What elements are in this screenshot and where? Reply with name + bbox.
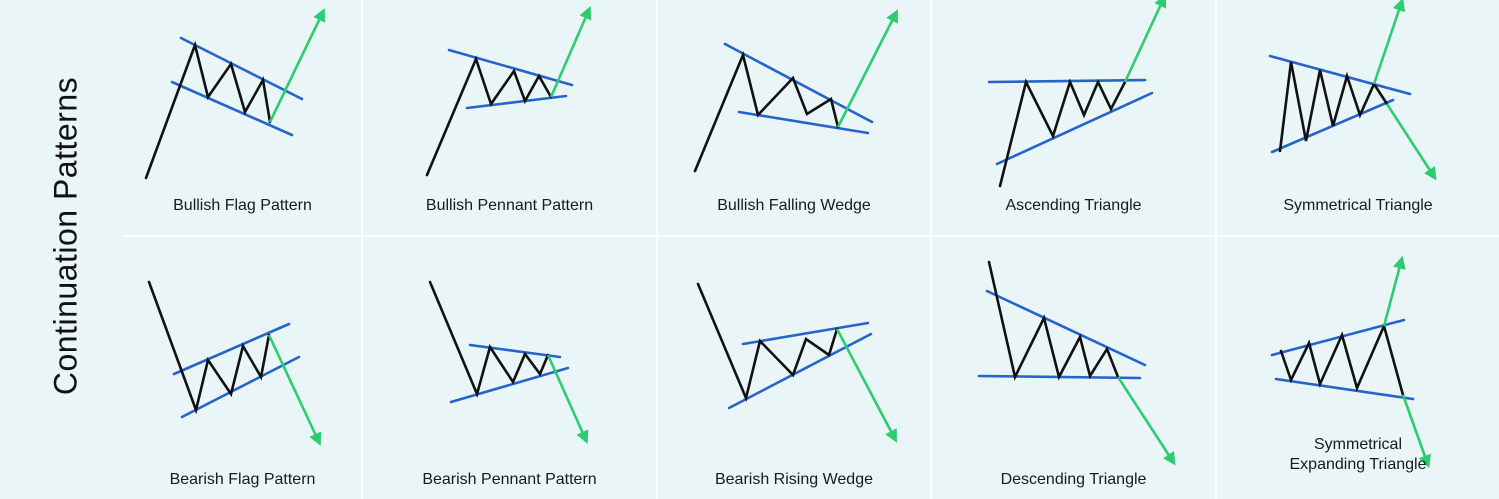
pattern-label-line: Bearish Rising Wedge (714, 471, 873, 488)
pattern-panel: Bullish Pennant Pattern (363, 0, 656, 235)
pattern-diagram (1268, 0, 1437, 181)
trendline (1270, 318, 1406, 357)
price-line (428, 280, 550, 398)
breakout-arrow (549, 6, 592, 98)
pattern-panel: Bearish Flag Pattern (124, 237, 361, 499)
column-divider (1215, 0, 1217, 499)
pattern-diagram (987, 0, 1167, 188)
pattern-panel: Bearish Pennant Pattern (363, 237, 656, 499)
column-divider (656, 0, 658, 499)
price-line (1278, 61, 1389, 153)
pattern-diagram (693, 9, 898, 173)
pattern-label-line: Descending Triangle (1000, 471, 1147, 488)
price-line (696, 282, 839, 403)
pattern-label: Bearish Flag Pattern (124, 470, 361, 490)
price-line (144, 40, 272, 180)
pattern-panel: Bullish Falling Wedge (658, 0, 930, 235)
trendline (727, 332, 873, 410)
pattern-diagram (977, 260, 1176, 466)
pattern-panel: Ascending Triangle (932, 0, 1215, 235)
pattern-diagram (428, 280, 589, 444)
trendline (985, 289, 1147, 367)
breakout-arrow (1401, 394, 1431, 469)
pattern-panel: Bullish Flag Pattern (124, 0, 361, 235)
trendline (741, 321, 870, 346)
pattern-diagram (144, 8, 326, 180)
pattern-label: Bearish Pennant Pattern (363, 470, 656, 490)
pattern-label: Ascending Triangle (932, 196, 1215, 216)
pattern-label: Bullish Pennant Pattern (363, 196, 656, 216)
trendline (737, 110, 870, 135)
breakout-arrow (267, 334, 322, 446)
price-line (987, 260, 1120, 381)
price-line (998, 78, 1127, 188)
pattern-label-line: Bullish Pennant Pattern (425, 197, 594, 214)
pattern-label-line: Bearish Pennant Pattern (422, 471, 597, 488)
breakout-arrow (835, 328, 898, 443)
price-line (147, 280, 271, 415)
pattern-diagram (147, 280, 322, 446)
row-divider (124, 235, 1499, 237)
trendline (447, 48, 574, 87)
breakout-arrow (836, 9, 898, 128)
pattern-label: Symmetrical Triangle (1217, 196, 1499, 216)
trendline (987, 78, 1147, 84)
breakout-arrow (1372, 0, 1406, 85)
trendline (180, 355, 301, 419)
pattern-label: Bullish Flag Pattern (124, 196, 361, 216)
pattern-label: Descending Triangle (932, 470, 1215, 490)
column-divider (361, 0, 363, 499)
trendline (465, 94, 568, 110)
breakout-arrow (268, 8, 326, 123)
pattern-panel: Descending Triangle (932, 237, 1215, 499)
side-title: Continuation Patterns (47, 76, 84, 396)
pattern-label: Bearish Rising Wedge (658, 470, 930, 490)
pattern-label: Bullish Falling Wedge (658, 196, 930, 216)
pattern-label-line: Bullish Falling Wedge (717, 197, 871, 214)
breakout-arrow (546, 354, 589, 444)
pattern-diagram (425, 6, 592, 177)
breakout-arrow (1385, 103, 1437, 181)
price-line (1279, 322, 1405, 397)
column-divider (930, 0, 932, 499)
pattern-label-line: Expanding Triangle (1289, 456, 1427, 473)
pattern-label-line: Bullish Flag Pattern (173, 197, 312, 214)
breakout-arrow (1123, 0, 1167, 83)
pattern-label-line: Symmetrical Triangle (1283, 197, 1433, 214)
trendline (179, 36, 304, 101)
price-line (693, 50, 840, 173)
trendline (449, 366, 570, 404)
breakout-arrow (1382, 255, 1406, 327)
pattern-label-line: Bearish Flag Pattern (169, 471, 316, 488)
trendline (1268, 54, 1412, 96)
breakout-arrow (1116, 376, 1176, 466)
pattern-panel: Symmetrical Triangle (1217, 0, 1499, 235)
trendline (995, 91, 1154, 166)
trendline (1274, 377, 1415, 401)
pattern-diagram (696, 282, 898, 443)
trendline (468, 343, 562, 359)
pattern-label-line: Symmetrical (1313, 436, 1402, 453)
pattern-diagram (1270, 255, 1431, 469)
pattern-label-line: Ascending Triangle (1005, 197, 1142, 214)
trendline (172, 322, 291, 376)
price-line (425, 55, 553, 177)
trendline (170, 80, 294, 137)
pattern-panel: Bearish Rising Wedge (658, 237, 930, 499)
trendline (723, 42, 874, 124)
